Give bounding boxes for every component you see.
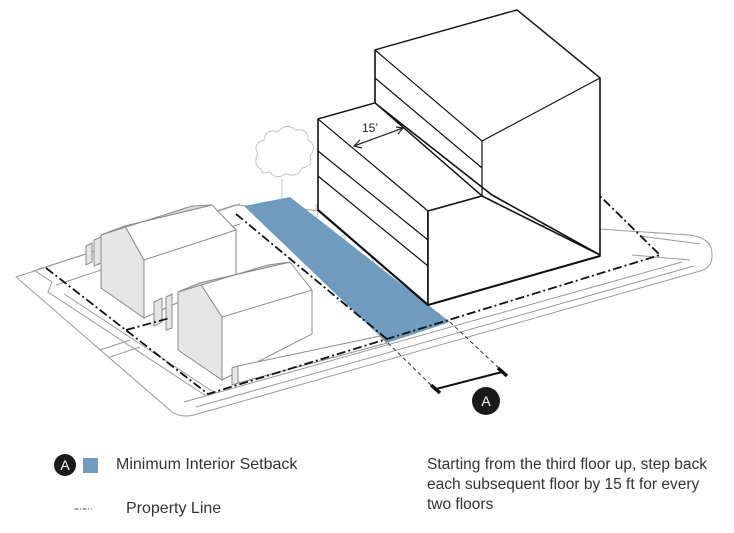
legend-property-line: Property Line xyxy=(66,500,221,518)
house-back xyxy=(85,204,237,319)
property-line-sample-icon xyxy=(74,508,92,510)
house-front xyxy=(153,261,388,386)
setback-dimension xyxy=(387,321,509,395)
legend-badge-a: A xyxy=(54,454,76,476)
main-building xyxy=(317,9,601,306)
setback-area xyxy=(244,197,450,343)
step-back-note: Starting from the third floor up, step b… xyxy=(427,456,707,513)
marker-a-label: A xyxy=(481,393,491,409)
legend-property-line-label: Property Line xyxy=(126,500,222,517)
tree-icon xyxy=(255,126,314,210)
dimension-label: 15’ xyxy=(362,121,378,135)
property-lines xyxy=(45,195,662,395)
setback-illustration: 15’ A xyxy=(15,9,713,417)
marker-a-badge xyxy=(472,387,500,415)
dimension-15ft xyxy=(352,126,405,149)
setback-swatch xyxy=(83,457,98,473)
legend-setback-label: Minimum Interior Setback xyxy=(116,456,298,473)
legend-setback: A Minimum Interior Setback xyxy=(54,454,297,476)
ground-outline xyxy=(15,203,713,417)
